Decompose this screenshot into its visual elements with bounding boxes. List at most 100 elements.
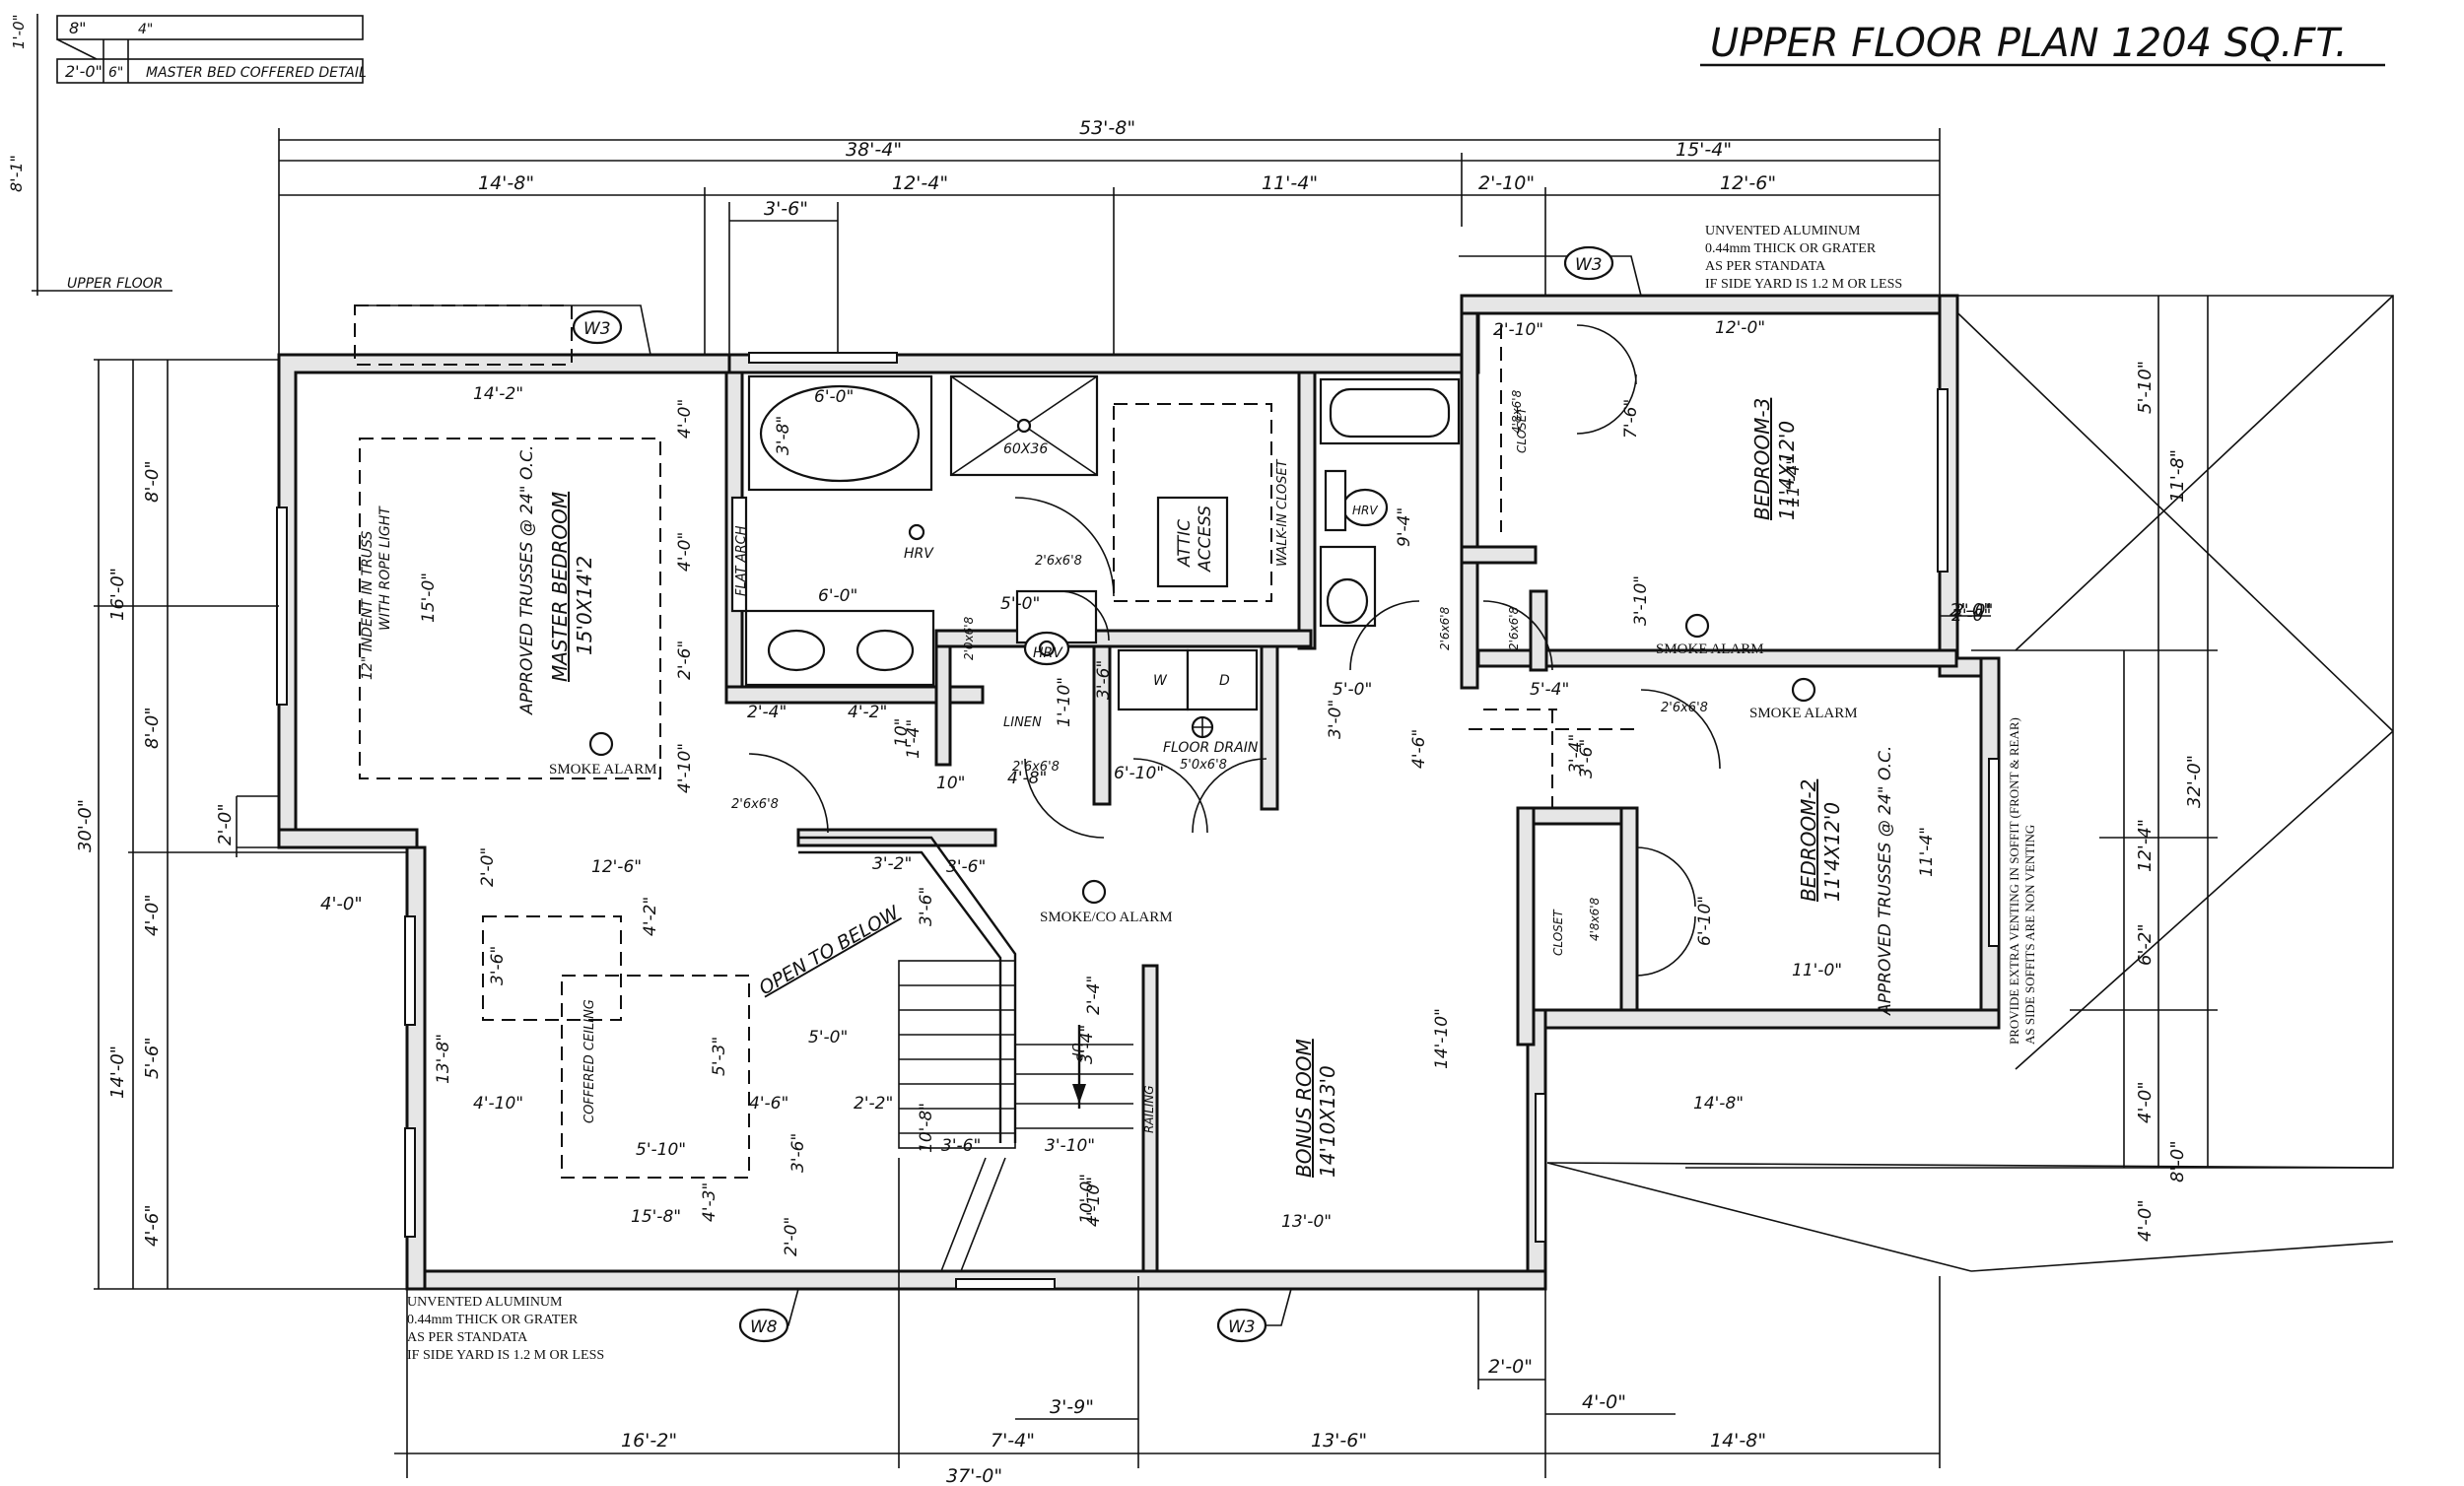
interior-dim-34: 11'-0" <box>1792 961 1842 980</box>
interior-dim-14: 10" <box>892 718 912 747</box>
dim-bottom-4: 14'-8" <box>1710 1430 1766 1452</box>
interior-dim-25: 12'-0" <box>1715 318 1765 338</box>
interior-dim-39: 3'-6" <box>946 857 986 877</box>
stair: UP <box>898 960 1133 1272</box>
master-bedroom-name: MASTER BEDROOM <box>548 492 572 682</box>
door-tag-2: 2'0x6'8 <box>962 616 976 660</box>
dim-top-left-block: 38'-4" <box>846 139 902 161</box>
bedroom2-name: BEDROOM-2 <box>1797 779 1820 902</box>
bedroom2-size: 11'4X12'0 <box>1820 802 1844 902</box>
dashed-features <box>354 304 1636 1179</box>
top-dimensions: 53'-8" 38'-4" 15'-4" 14'-8" 12'-4" 11'-4… <box>278 117 1941 360</box>
attic-note-line-1: ATTIC <box>1175 519 1195 568</box>
dim-left-10: 4'-0" <box>320 894 363 914</box>
dim-right-5: 6'-2" <box>2135 923 2156 966</box>
interior-dim-63: 14'-8" <box>1693 1094 1744 1114</box>
indent-note-line-2: WITH ROPE LIGHT <box>377 506 393 631</box>
master-bedroom-size: 15'0X14'2 <box>573 556 596 655</box>
interior-dim-46: 4'-10" <box>473 1094 523 1114</box>
interior-dim-28: 3'-10" <box>1631 575 1651 626</box>
interior-dim-26: 7'-6" <box>1621 399 1641 439</box>
interior-dim-48: 2'-2" <box>854 1094 893 1114</box>
soffit-note-1-line-1: UNVENTED ALUMINUM <box>1705 224 1861 238</box>
interior-dim-58: 3'-10" <box>1045 1136 1095 1156</box>
smoke-alarm-bed2: SMOKE ALARM <box>1749 706 1858 721</box>
dim-right-9: 2'-0" <box>1950 600 1992 621</box>
dim-top-seg-2: 12'-4" <box>892 172 948 194</box>
interior-walls <box>724 311 1958 1273</box>
coffered-detail: 1'-0" 8" 4" 2'-0" 6" MASTER BED COFFERED… <box>7 14 367 296</box>
dim-right-3: 11'-8" <box>2167 449 2188 503</box>
interior-dim-33: 6'-10" <box>1695 896 1715 946</box>
soffit-note-2-line-2: 0.44mm THICK OR GRATER <box>407 1313 579 1327</box>
dim-bottom-8: 4'-0" <box>1582 1391 1626 1413</box>
interior-dim-27: 11'-4" <box>1784 457 1804 507</box>
open-to-below-note: OPEN TO BELOW <box>756 902 905 1000</box>
hrv-label-2: HRV <box>1033 645 1063 661</box>
interior-dim-57: 3'-6" <box>941 1136 981 1156</box>
interior-dim-21: 9'-4" <box>1395 507 1414 547</box>
window-tag-w3-master: W3 <box>583 319 611 339</box>
dim-left-9: 4'-6" <box>142 1204 163 1247</box>
interior-dim-5: 2'-6" <box>675 641 695 680</box>
interior-dim-55: 3'-4" <box>1077 1025 1097 1064</box>
interior-dim-30: 5'-4" <box>1530 680 1569 700</box>
interior-dim-47: 4'-6" <box>749 1094 788 1114</box>
dim-left-3: 8'-0" <box>142 707 163 749</box>
interior-dim-62: 14'-10" <box>1432 1008 1452 1069</box>
interior-dim-54: 2'-4" <box>1084 976 1104 1015</box>
bonus-room-name: BONUS ROOM <box>1292 1039 1316 1178</box>
venting-note-line-2: AS SIDE SOFFITS ARE NON VENTING <box>2022 825 2037 1045</box>
dim-top-seg-4: 2'-10" <box>1478 172 1535 194</box>
bedroom3-size: 11'4X12'0 <box>1775 421 1799 520</box>
soffit-note-2-line-1: UNVENTED ALUMINUM <box>407 1295 563 1310</box>
windows <box>276 352 2000 1290</box>
dim-bottom-6: 3'-9" <box>1050 1396 1094 1418</box>
interior-dim-15: 1'-10" <box>1055 677 1074 727</box>
door-tags: 2'6x6'8 2'0x6'8 2'6x6'8 2'6x6'8 2'6x6'8 … <box>731 389 1708 941</box>
dim-bottom-2: 7'-4" <box>991 1430 1035 1452</box>
soffit-note-1-line-2: 0.44mm THICK OR GRATER <box>1705 241 1877 256</box>
interior-dim-61: 13'-0" <box>1281 1212 1332 1232</box>
interior-dimensions: 14'-2"15'-0"4'-0"4'-0"2'-6"4'-10"6'-0"3'… <box>419 318 1993 1256</box>
bonus-room-size: 14'10X13'0 <box>1316 1065 1339 1178</box>
washer-label: W <box>1153 673 1168 689</box>
soffit-note-2-line-4: IF SIDE YARD IS 1.2 M OR LESS <box>407 1348 604 1363</box>
window-tag-w3-bed3: W3 <box>1575 255 1603 275</box>
interior-dim-16: 10" <box>936 774 965 793</box>
attic-note-line-2: ACCESS <box>1196 506 1215 573</box>
dim-top-seg-3: 11'-4" <box>1262 172 1318 194</box>
dim-right-1: 32'-0" <box>2184 755 2205 808</box>
door-tag-5: 2'6x6'8 <box>1438 606 1452 650</box>
interior-dim-1: 14'-2" <box>473 384 523 404</box>
interior-dim-10: 2'-4" <box>747 703 787 722</box>
interior-dim-38: 3'-2" <box>872 854 912 874</box>
dim-right-2: 5'-10" <box>2135 361 2156 414</box>
hrv-label-3: HRV <box>1352 504 1378 517</box>
walkin-closet-note: WALK-IN CLOSET <box>1275 458 1290 567</box>
interior-dim-4: 4'-0" <box>675 532 695 572</box>
dim-top-seg-1: 14'-8" <box>478 172 534 194</box>
door-tag-7: 5'0x6'8 <box>1180 758 1227 773</box>
exterior-walls <box>277 294 2001 1291</box>
trusses-note-bed2: APPROVED TRUSSES @ 24" O.C. <box>1876 746 1895 1016</box>
soffit-note-1-line-4: IF SIDE YARD IS 1.2 M OR LESS <box>1705 277 1902 292</box>
ensuite-fixtures <box>730 374 1461 739</box>
dim-right-4: 12'-4" <box>2135 819 2156 872</box>
interior-dim-44: 5'-3" <box>710 1037 729 1076</box>
soffit-note-1-line-3: AS PER STANDATA <box>1705 259 1826 274</box>
floor-drain-label: FLOOR DRAIN <box>1163 740 1259 756</box>
bottom-dimensions: 16'-2" 7'-4" 13'-6" 14'-8" 37'-0" 3'-9" … <box>394 1158 1941 1486</box>
door-tag-4: 2'6x6'8 <box>1012 760 1060 775</box>
door-tag-1: 2'6x6'8 <box>1035 554 1082 569</box>
interior-dim-41: 4'-2" <box>641 897 660 936</box>
railing-label: RAILING <box>1142 1085 1156 1133</box>
window-tag-w3-bonus: W3 <box>1228 1317 1256 1337</box>
interior-dim-3: 4'-0" <box>675 399 695 439</box>
interior-dim-17: 4'-8" <box>1007 769 1047 788</box>
dim-bottom-3: 13'-6" <box>1311 1430 1367 1452</box>
notes: UNVENTED ALUMINUM 0.44mm THICK OR GRATER… <box>360 224 2037 1363</box>
dim-left-6: 14'-0" <box>107 1046 128 1099</box>
dim-right-7: 8'-0" <box>2167 1140 2188 1182</box>
